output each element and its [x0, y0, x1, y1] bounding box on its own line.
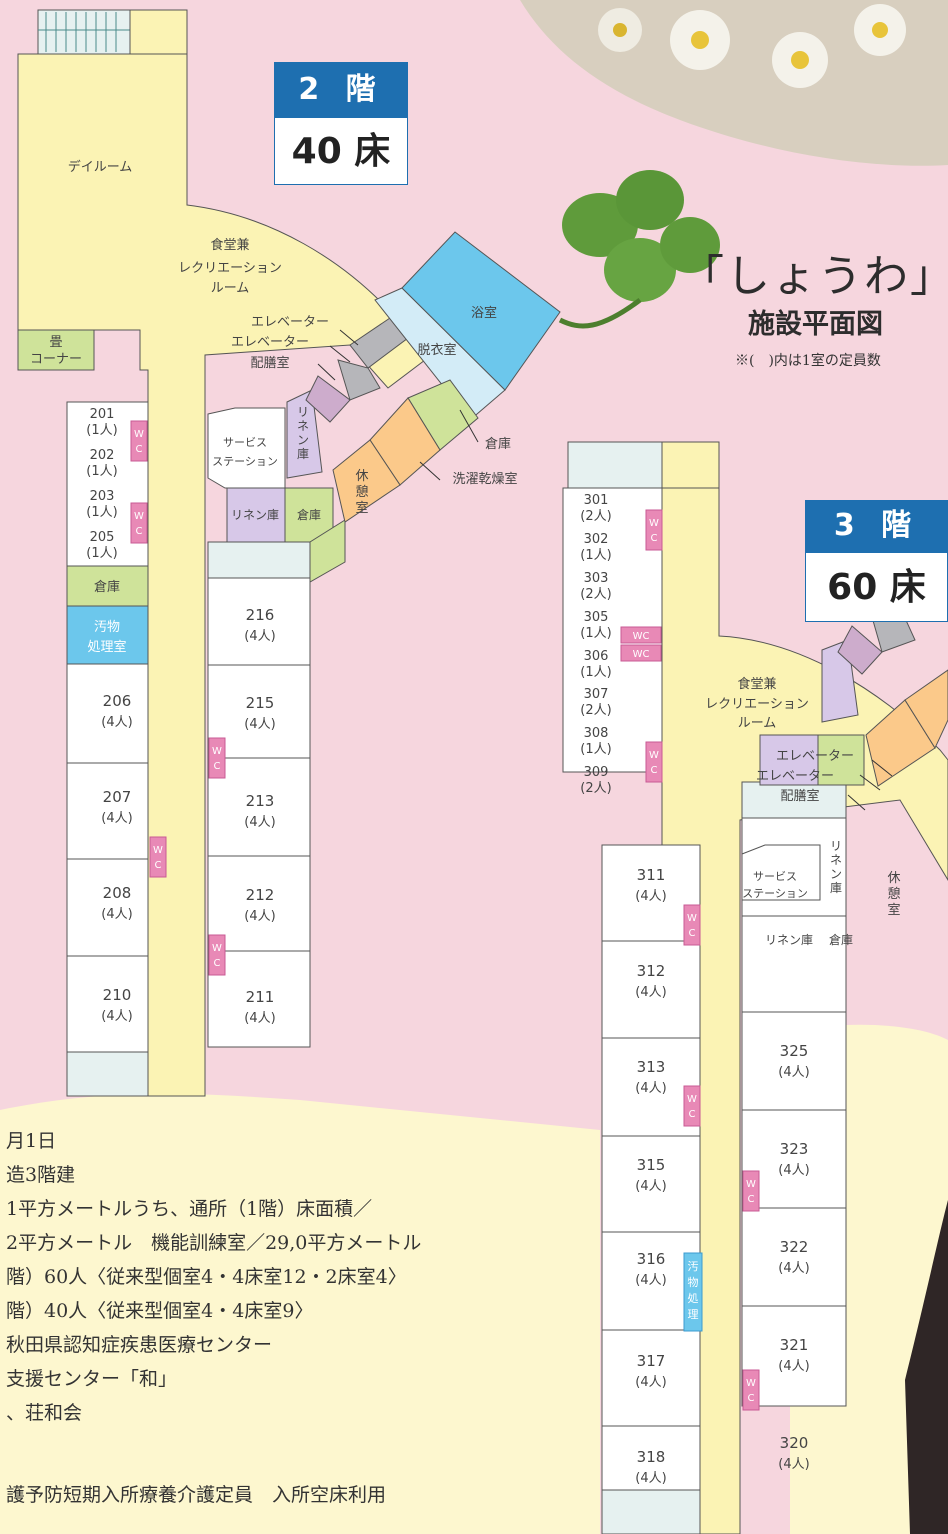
- floor3-beds-badge: 60 床: [805, 552, 948, 622]
- page-subtitle: 施設平面図: [748, 309, 883, 340]
- tatami-corner: [17, 329, 95, 371]
- service-station: [207, 407, 286, 489]
- linen-h-3f: [759, 734, 819, 786]
- stairs-mid-2f: [207, 541, 311, 579]
- linen-v-2f: [286, 389, 323, 479]
- leader-lines: [317, 329, 893, 811]
- stairs-top-3f: [567, 441, 663, 489]
- service-station-3f: [741, 844, 821, 901]
- floor2-floor-badge: 2 階: [274, 62, 408, 117]
- info-line: 護予防短期入所療養介護定員 入所空床利用: [6, 1484, 387, 1506]
- clover-icon: [558, 170, 720, 329]
- info-line: 、荘和会: [6, 1402, 83, 1424]
- info-line: 秋田県認知症疾患医療センター: [6, 1334, 273, 1356]
- cream-background: [0, 1093, 600, 1534]
- corridor-2f: [17, 53, 426, 1097]
- info-line: 1平方メートルうち、通所（1階）床面積／: [6, 1198, 373, 1220]
- floor2-plan: [17, 9, 561, 1097]
- info-line: 階）60人〈従来型個室4・4床室12・2床室4〉: [6, 1266, 407, 1288]
- stairs-bottom-2f: [66, 1051, 149, 1097]
- bath-room: [401, 231, 561, 391]
- info-line: 支援センター「和」: [6, 1368, 178, 1390]
- linen-h: [226, 487, 286, 543]
- stairs-hatching: [38, 12, 130, 52]
- elevator-2: [337, 359, 381, 401]
- capacity-note: ※( )内は1室の定員数: [735, 353, 881, 369]
- floor3-plan: [562, 441, 948, 1534]
- storage-3f: [817, 734, 865, 786]
- soiled-3f: [683, 1252, 703, 1332]
- soiled-room: [66, 605, 149, 665]
- info-line: 造3階建: [6, 1164, 76, 1186]
- wc-blocks: [130, 420, 760, 1411]
- storage-left: [66, 565, 149, 607]
- stairs-mid-3f: [741, 781, 847, 819]
- daisy-flowers: [598, 4, 906, 88]
- floor2-beds-badge: 40 床: [274, 117, 408, 185]
- rest-room: [332, 439, 401, 523]
- page-title: 「しょうわ」: [680, 251, 948, 302]
- dark-decoration: [905, 1200, 948, 1534]
- floor3-floor-badge: 3 階: [805, 500, 948, 552]
- info-line: 月1日: [6, 1130, 57, 1152]
- info-line: 2平方メートル 機能訓練室／29,0平方メートル: [6, 1232, 422, 1254]
- stairs-bottom-3f: [601, 1489, 701, 1534]
- pantry-3f: [837, 625, 883, 675]
- info-line: 階）40人〈従来型個室4・4床室9〉: [6, 1300, 314, 1322]
- pantry: [305, 375, 351, 423]
